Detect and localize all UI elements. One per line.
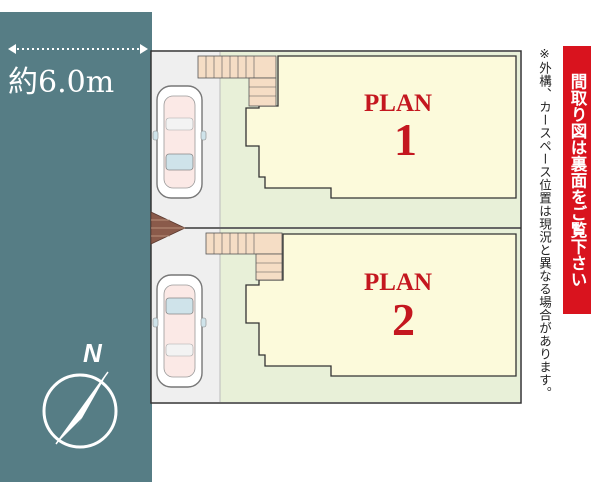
floor-plan-notice-badge: 間取り図は裏面をご覧下さい — [563, 46, 591, 314]
plan1-number: 1 — [394, 114, 417, 165]
road-width-label: 約6.0m — [8, 65, 115, 100]
plan2-car-icon — [152, 274, 207, 388]
plan1-stairs — [197, 55, 277, 107]
plan2-number: 2 — [392, 294, 415, 345]
plan1-house — [245, 55, 517, 199]
north-compass-icon — [42, 371, 118, 449]
plan1-lot — [152, 52, 520, 227]
plan2-house — [245, 233, 517, 377]
road — [0, 12, 152, 482]
plan1-car-icon — [152, 85, 207, 199]
plan2-stairs — [205, 232, 283, 281]
plan2-label: PLAN — [364, 269, 433, 296]
road-width-dimension — [8, 44, 148, 54]
plan2-lot — [152, 229, 520, 402]
north-letter: N — [83, 338, 102, 368]
plan1-label: PLAN — [364, 90, 433, 117]
disclaimer-note: ※外構、カースペース位置は現況と異なる場合があります。 — [537, 46, 552, 400]
